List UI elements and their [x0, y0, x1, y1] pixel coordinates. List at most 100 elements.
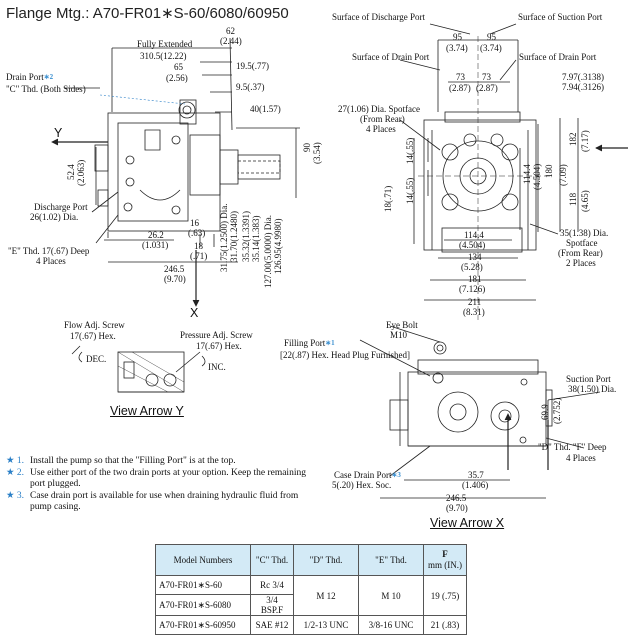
cell-e: 3/8-16 UNC	[358, 615, 424, 635]
cell-model: A70-FR01∗S-6080	[155, 594, 251, 616]
dim-16-in: (.63)	[188, 228, 206, 238]
dim-134: 134	[468, 252, 482, 262]
dim-19-5: 19.5(.77)	[236, 61, 269, 71]
dim-181-in: (7.126)	[459, 284, 486, 294]
col-model: Model Numbers	[155, 544, 251, 576]
label-hex-plug: [22(.87) Hex. Head Plug Furnished]	[280, 350, 410, 360]
dim-114-4-h-in: (4.504)	[459, 240, 486, 250]
note-item: ★ 3.Case drain port is available for use…	[6, 491, 299, 512]
dim-73-b-in: (2.87)	[476, 83, 498, 93]
dim-181: 181	[468, 274, 482, 284]
dim-16: 16	[190, 218, 199, 228]
dim-95-a-in: (3.74)	[446, 43, 468, 53]
dim-14-b: 14(.55)	[405, 177, 415, 204]
cell-f: 19 (.75)	[423, 575, 467, 616]
label-filling-port: Filling Port∗1	[284, 338, 335, 348]
dim-14-a: 14(.55)	[405, 137, 415, 164]
label-flow-hex: 17(.67) Hex.	[70, 331, 116, 341]
col-d-thd: "D" Thd.	[293, 544, 359, 576]
dim-69-9-in: (2.752)	[552, 397, 562, 424]
dim-310: 310.5(12.22)	[140, 51, 187, 61]
label-d-places: 4 Places	[566, 453, 596, 463]
label-c-thd: "C" Thd. (Both Sides)	[6, 84, 86, 94]
label-inc: INC.	[208, 362, 226, 372]
label-discharge-port: Discharge Port	[34, 202, 88, 212]
dim-62-in: (2.44)	[220, 36, 242, 46]
label-d-thd: "D" Thd. "F" Deep	[538, 442, 607, 452]
label-flow-adj: Flow Adj. Screw	[64, 320, 125, 330]
dim-73-a-in: (2.87)	[449, 83, 471, 93]
label-spotface-27-places: 4 Places	[366, 124, 396, 134]
label-discharge-dia: 26(1.02) Dia.	[30, 212, 79, 222]
col-c-thd: "C" Thd.	[250, 544, 294, 576]
dim-182-in: (7.17)	[580, 130, 590, 152]
dim-95-b-in: (3.74)	[480, 43, 502, 53]
label-suction-port: Suction Port	[566, 374, 611, 384]
page-title: Flange Mtg.: A70-FR01∗S-60/6080/60950	[6, 5, 289, 22]
dim-246-5-x-in: (9.70)	[446, 503, 468, 513]
dim-7-94: 7.94(.3126)	[562, 82, 604, 92]
label-pressure-hex: 17(.67) Hex.	[196, 341, 242, 351]
dim-65-in: (2.56)	[166, 73, 188, 83]
dim-7-97: 7.97(.3138)	[562, 72, 604, 82]
label-pressure-adj: Pressure Adj. Screw	[180, 330, 253, 340]
cell-f: 21 (.83)	[423, 615, 467, 635]
dim-26-2-in: (1.031)	[142, 240, 169, 250]
dim-90-in: (3.54)	[312, 142, 322, 164]
dim-69-9: 69.9	[540, 404, 550, 420]
dim-shaft-dia-2: 31.70(1.2480)	[229, 211, 239, 262]
view-y-block	[117, 351, 185, 393]
view-x-pump	[389, 341, 553, 447]
cell-d: 1/2-13 UNC	[293, 615, 359, 635]
dim-134-in: (5.28)	[461, 262, 483, 272]
dim-65: 65	[174, 62, 183, 72]
side-view-pump	[94, 99, 281, 238]
dim-114-4-v: 114.4	[522, 164, 532, 184]
cell-c: 3/4 BSP.F	[250, 594, 294, 616]
dim-35-7-in: (1.406)	[462, 480, 489, 490]
note-item: ★ 2.Use either port of the two drain por…	[6, 468, 306, 489]
dim-95-b: 95	[487, 32, 496, 42]
dim-182: 182	[568, 132, 578, 147]
cell-e: M 10	[358, 575, 424, 616]
notes-list: ★ 1.Install the pump so that the "Fillin…	[6, 456, 306, 514]
dim-95-a: 95	[453, 32, 462, 42]
dim-246-5-in: (9.70)	[164, 274, 186, 284]
dim-118: 118	[568, 192, 578, 206]
label-fully-extended: Fully Extended	[137, 39, 193, 49]
dim-90: 90	[302, 143, 312, 152]
label-m10: M10	[390, 330, 408, 340]
dim-211: 211	[468, 297, 482, 307]
view-arrow-y: Y	[54, 126, 63, 140]
dim-18-in: (.71)	[190, 251, 208, 261]
label-surf-drain-left: Surface of Drain Port	[352, 52, 430, 62]
label-spotface-27-from: (From Rear)	[360, 114, 405, 124]
view-arrow-x: X	[190, 306, 199, 320]
label-suction-dia: 38(1.50) Dia.	[568, 384, 617, 394]
dim-114-4-h: 114.4	[464, 230, 484, 240]
dim-180-in: (7.09)	[558, 164, 568, 186]
label-case-drain: Case Drain Port∗3	[334, 470, 401, 480]
dim-52-4: 52.4	[66, 164, 76, 180]
dim-shaft-dia-1: 31.75(1.2500) Dia.	[219, 203, 229, 273]
dim-211-in: (8.31)	[463, 307, 485, 317]
dim-246-5-x: 246.5	[446, 493, 467, 503]
dim-62: 62	[226, 26, 235, 36]
col-e-thd: "E" Thd.	[358, 544, 424, 576]
label-spotface-27: 27(1.06) Dia. Spotface	[338, 104, 420, 114]
label-e-places: 4 Places	[36, 256, 66, 266]
caption-view-y: View Arrow Y	[110, 404, 184, 418]
table-row: A70-FR01∗S-60950 SAE #12 1/2-13 UNC 3/8-…	[155, 615, 467, 635]
label-eye-bolt: Eye Bolt	[386, 320, 418, 330]
dim-18-v: 18(.71)	[383, 185, 393, 212]
dim-pilot-1: 127.00(5.0000) Dia.	[263, 215, 273, 288]
cell-c: Rc 3/4	[250, 575, 294, 595]
dim-40: 40(1.57)	[250, 104, 281, 114]
dim-73-b: 73	[482, 72, 491, 82]
dim-26-2: 26.2	[148, 230, 164, 240]
label-dec: DEC.	[86, 354, 107, 364]
note-item: ★ 1.Install the pump so that the "Fillin…	[6, 456, 236, 466]
label-drain-port: Drain Port∗2	[6, 72, 54, 82]
